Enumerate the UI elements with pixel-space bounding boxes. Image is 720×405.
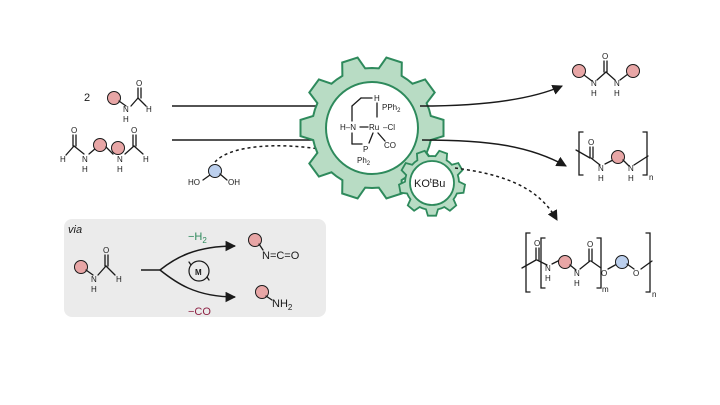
via-box: via N H O H −H2 −CO M N=C=O NH2 (64, 219, 326, 318)
repeat-n-label: n (652, 290, 656, 299)
product-polyurethane: O N H N H O m O O n (521, 232, 656, 299)
blue-node (615, 255, 629, 269)
ph2-label: Ph2 (357, 156, 371, 167)
reactant-diol: HO OH (188, 164, 240, 187)
n-label: N (82, 155, 88, 164)
o-label: O (588, 138, 594, 147)
pink-node (248, 233, 262, 247)
fork-arrow-up (159, 240, 237, 271)
repeat-n-label: n (649, 173, 653, 182)
catalyst-disc (325, 81, 419, 175)
h-label: H (60, 155, 66, 164)
o-label: O (103, 246, 109, 255)
h-label: H (143, 155, 149, 164)
co-ligand-label: CO (384, 141, 396, 150)
h-label: H (82, 165, 88, 174)
fork-arrow-down (159, 269, 237, 303)
o-label: O (587, 240, 593, 249)
h-top-label: H (374, 94, 380, 103)
pink-r-group (107, 91, 121, 105)
h2-loss-label: −H2 (188, 231, 207, 245)
h-label: H (628, 174, 634, 183)
h-label: H (116, 275, 122, 284)
h-label: H (591, 89, 597, 98)
pink-node (255, 285, 269, 299)
h-label: H (146, 105, 152, 114)
pink-node (626, 64, 640, 78)
cl-label: –Cl (383, 123, 395, 132)
product-arrow-urea (419, 84, 563, 107)
oh-label: OH (228, 178, 240, 187)
h-label: H (545, 274, 551, 283)
p-label: P (363, 145, 368, 154)
pink-node (611, 150, 625, 164)
o-label: O (602, 52, 608, 61)
h-label: H (614, 89, 620, 98)
ru-label: Ru (369, 123, 379, 132)
base-gear: KOtBu (397, 149, 467, 217)
o-label: O (71, 126, 77, 135)
product-polyurea: O N H N H n (575, 131, 653, 183)
o-label: O (534, 239, 540, 248)
product-arrow-polyurethane (454, 167, 558, 221)
hn-label: H–N (340, 123, 356, 132)
h-label: H (598, 174, 604, 183)
product-urea: N H O N H (572, 52, 640, 98)
stoich-coefficient: 2 (84, 92, 90, 104)
n-label: N (598, 164, 604, 173)
n-label: N (123, 105, 129, 114)
o-label: O (136, 79, 142, 88)
h-label: H (123, 115, 129, 124)
ho-label: HO (188, 178, 200, 187)
base-disc (409, 160, 455, 206)
o-label: O (633, 269, 639, 278)
metal-cycle-icon (188, 260, 210, 282)
blue-node (208, 164, 222, 178)
via-label: via (68, 224, 82, 236)
reactant-formamide: 2 N H O H (84, 79, 152, 124)
feed-line-diol (214, 145, 326, 163)
kotbu-label: KOtBu (414, 178, 445, 190)
n-label: N (628, 164, 634, 173)
pink-node (572, 64, 586, 78)
amine-label: NH2 (272, 298, 293, 312)
isocyanate-label: N=C=O (262, 250, 300, 262)
product-arrow-polyurea (421, 139, 567, 167)
pink-node-a (93, 138, 107, 152)
n-label: N (614, 79, 620, 88)
pink-node-b (111, 141, 125, 155)
o-label: O (131, 126, 137, 135)
n-label: N (591, 79, 597, 88)
o-label: O (601, 269, 607, 278)
h-label: H (117, 165, 123, 174)
reactant-bisformamide: H O N H N H O H (60, 126, 149, 174)
h-label: H (574, 279, 580, 288)
n-label: N (574, 269, 580, 278)
pink-node (558, 255, 572, 269)
n-label: N (545, 264, 551, 273)
pph2-label: PPh2 (382, 103, 401, 114)
repeat-m-label: m (602, 285, 609, 294)
metal-label: M (195, 268, 202, 277)
n-label: N (117, 155, 123, 164)
co-loss-label: −CO (188, 306, 211, 318)
h-label: H (91, 285, 97, 294)
n-label: N (91, 275, 97, 284)
pink-node (74, 260, 88, 274)
ru-pincer-complex: H PPh2 H–N Ru –Cl CO P Ph2 (340, 94, 401, 167)
